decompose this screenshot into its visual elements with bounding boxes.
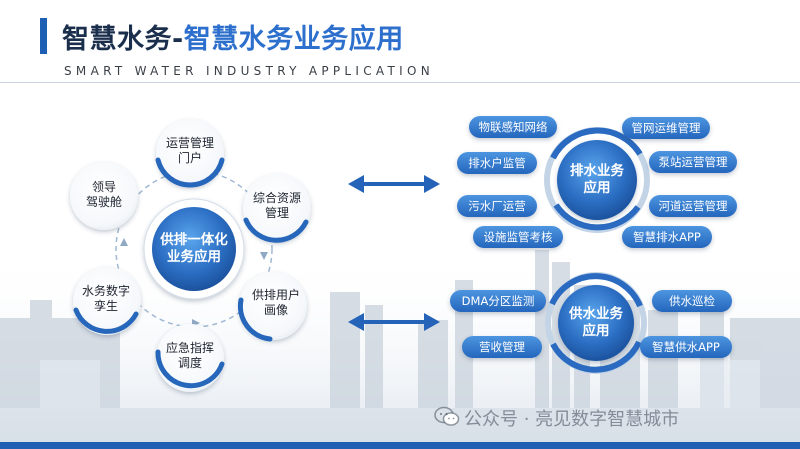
drainage-ring-arc-2 bbox=[553, 203, 641, 231]
drainage-pill: 排水户监管 bbox=[468, 155, 526, 170]
drainage-pill: 设施监管考核 bbox=[483, 229, 553, 244]
satellite-label-line2: 调度 bbox=[177, 356, 203, 370]
supply-pill: 智慧供水APP bbox=[652, 339, 720, 354]
drainage-pill-left-2-shape bbox=[457, 195, 537, 217]
satellite-label-line2: 画像 bbox=[263, 303, 289, 317]
drainage-label-line2: 应用 bbox=[583, 180, 611, 196]
satellite-label-line1: 领导 bbox=[91, 180, 117, 194]
satellite-node: 领导 驾驶舱 bbox=[86, 180, 122, 210]
satellite-label-line1: 运营管理 bbox=[165, 136, 215, 150]
supply-label-line2: 应用 bbox=[582, 323, 610, 339]
title-accent-bar bbox=[40, 18, 47, 54]
drainage-pill-right-0-shape bbox=[622, 117, 710, 139]
drainage-ring-arc bbox=[550, 127, 643, 160]
supply-pill: 供水巡检 bbox=[669, 293, 715, 308]
satellite-label-line1: 水务数字 bbox=[81, 284, 131, 298]
double-arrow-bottom bbox=[348, 313, 440, 331]
supply-ring-arc bbox=[549, 273, 643, 308]
satellite-label-line2: 管理 bbox=[264, 206, 290, 220]
page-subtitle: SMART WATER INDUSTRY APPLICATION bbox=[64, 64, 434, 78]
satellite-label-line1: 应急指挥 bbox=[165, 341, 215, 355]
satellite-0-shape bbox=[155, 119, 225, 188]
satellite-node: 水务数字 孪生 bbox=[82, 284, 130, 314]
satellite-4-shape bbox=[73, 267, 141, 335]
footer-bar bbox=[0, 442, 800, 449]
page-title-main: 智慧水务- bbox=[62, 24, 184, 55]
supply-pill-left-0-shape bbox=[450, 290, 546, 312]
satellite-node: 综合资源 管理 bbox=[253, 191, 301, 221]
drainage-pill-right-1-shape bbox=[649, 151, 737, 173]
drainage-pill-left-1-shape bbox=[457, 152, 537, 174]
satellite-1-shape bbox=[243, 174, 311, 243]
drainage-ball bbox=[557, 140, 637, 220]
hub-ring-arrow-right bbox=[260, 252, 268, 260]
satellite-3-shape bbox=[155, 324, 225, 392]
drainage-pill-left-3-shape bbox=[473, 226, 563, 248]
wechat-icon bbox=[434, 406, 460, 426]
supply-pill: DMA分区监测 bbox=[461, 293, 535, 308]
watermark-text: 公众号 · 亮见数字智慧城市 bbox=[464, 409, 680, 430]
satellite-2-shape bbox=[237, 272, 307, 342]
drainage-pill: 管网运维管理 bbox=[631, 120, 701, 135]
drainage-pill-right-3-shape bbox=[622, 226, 712, 248]
hub-label-line1: 供排一体化 bbox=[160, 232, 228, 249]
satellite-label-line2: 驾驶舱 bbox=[85, 195, 123, 209]
supply-ring-arc-2 bbox=[550, 340, 642, 373]
supply-ball bbox=[558, 285, 634, 361]
supply-pill-right-0-shape bbox=[652, 290, 732, 312]
page-title-highlight: 智慧水务业务应用 bbox=[183, 24, 404, 55]
hub-ring-arrow-left bbox=[120, 238, 128, 246]
supply-center-label: 供水业务 应用 bbox=[569, 306, 623, 340]
satellite-label-line1: 供排用户 bbox=[251, 288, 301, 302]
satellite-node: 运营管理 门户 bbox=[166, 136, 214, 166]
page-title: 智慧水务-智慧水务业务应用 bbox=[62, 17, 404, 56]
header-divider bbox=[0, 82, 800, 83]
supply-pill-left-1-shape bbox=[462, 336, 542, 358]
double-arrow-top bbox=[348, 175, 440, 193]
drainage-pill: 物联感知网络 bbox=[478, 119, 548, 134]
drainage-pill-left-0-shape bbox=[469, 116, 557, 138]
supply-label-line1: 供水业务 bbox=[569, 306, 623, 323]
drainage-pill: 河道运营管理 bbox=[658, 198, 728, 213]
satellite-5-shape bbox=[70, 162, 138, 230]
satellite-node: 应急指挥 调度 bbox=[166, 341, 214, 371]
drainage-pill-right-2-shape bbox=[649, 195, 737, 217]
satellite-label-line1: 综合资源 bbox=[252, 191, 302, 205]
hub-label-line2: 业务应用 bbox=[167, 249, 221, 265]
hub-ring bbox=[115, 170, 273, 328]
satellite-label-line2: 孪生 bbox=[93, 299, 119, 313]
drainage-pill: 智慧排水APP bbox=[633, 229, 701, 244]
drainage-pill: 泵站运营管理 bbox=[658, 154, 728, 169]
satellite-node: 供排用户 画像 bbox=[252, 288, 300, 318]
hub-ball bbox=[152, 207, 236, 291]
hub-label: 供排一体化 业务应用 bbox=[160, 232, 228, 266]
supply-pill-right-1-shape bbox=[640, 336, 732, 358]
drainage-pill: 污水厂运营 bbox=[468, 198, 526, 213]
drainage-center-label: 排水业务 应用 bbox=[570, 163, 624, 197]
satellite-label-line2: 门户 bbox=[177, 151, 203, 165]
supply-pill: 营收管理 bbox=[479, 339, 525, 354]
drainage-label-line1: 排水业务 bbox=[570, 163, 624, 180]
